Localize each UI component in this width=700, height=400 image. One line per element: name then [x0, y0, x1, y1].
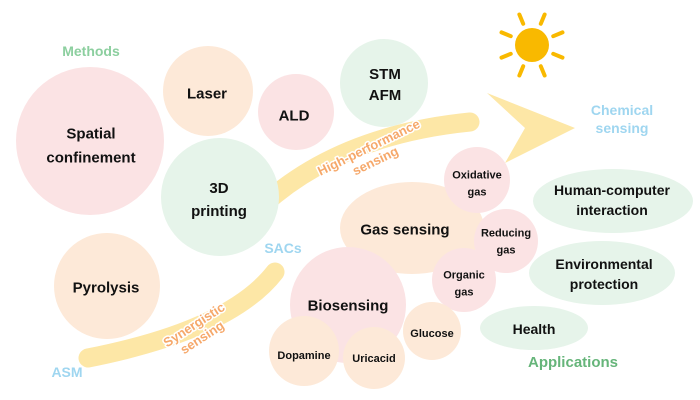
laser-circle [163, 46, 253, 136]
synergistic-band [78, 262, 285, 368]
label-line: protection [570, 276, 638, 292]
methods-heading: Methods [62, 43, 120, 59]
human-computer-ellipse [533, 169, 693, 233]
health-ellipse [480, 306, 588, 350]
arrow-icon [487, 93, 575, 163]
biosensing-label: Biosensing [308, 297, 389, 314]
glucose-label: Glucose [410, 328, 453, 340]
human-computer-label: Human-computer interaction [554, 182, 670, 218]
sacs-label: SACs [264, 240, 302, 256]
label-line: confinement [46, 149, 135, 166]
sun-ray [538, 64, 547, 78]
dopamine-label: Dopamine [277, 350, 330, 362]
label-line: 3D [209, 180, 228, 197]
applications-heading: Applications [528, 354, 618, 371]
label-line: gas [455, 286, 474, 298]
organic-gas-circle [432, 248, 496, 312]
label-line: Reducing [481, 227, 531, 239]
oxidative-gas-label: Oxidative gas [452, 169, 502, 198]
laser-label: Laser [187, 85, 227, 102]
ald-label: ALD [279, 107, 310, 124]
sun-ray [499, 51, 513, 60]
pyrolysis-label: Pyrolysis [73, 279, 140, 296]
organic-gas-label: Organic gas [443, 269, 485, 298]
chemical-sensing-label: Chemical sensing [591, 102, 653, 136]
asm-label: ASM [51, 364, 82, 380]
label-line: Laser [187, 85, 227, 102]
sun-ray [517, 64, 526, 78]
pyrolysis-circle [54, 233, 160, 339]
reducing-gas-circle [474, 209, 538, 273]
uricacid-circle [343, 327, 405, 389]
gas-sensing-ellipse [340, 182, 484, 274]
label-line: Health [513, 321, 556, 337]
oxidative-gas-circle [444, 147, 510, 213]
label-line: Glucose [410, 328, 453, 340]
label-line: AFM [369, 87, 402, 104]
gas-sensing-label: Gas sensing [360, 221, 449, 238]
sun-icon [499, 12, 565, 78]
label-line: sensing [596, 120, 649, 136]
3d-printing-label: 3D printing [191, 180, 247, 220]
label-line: Oxidative [452, 169, 502, 181]
label-line: Environmental [555, 256, 652, 272]
label-line: Uricacid [352, 353, 395, 365]
3d-printing-circle [161, 138, 279, 256]
environmental-label: Environmental protection [555, 256, 652, 292]
sun-ray [517, 12, 526, 26]
label-line: Pyrolysis [73, 279, 140, 296]
label-line: Human-computer [554, 182, 670, 198]
label-line: Gas sensing [360, 221, 449, 238]
label-line: Spatial [66, 125, 115, 142]
spatial-confinement-label: Spatial confinement [46, 125, 135, 166]
label-line: Chemical [591, 102, 653, 118]
stm-afm-label: STM AFM [369, 66, 402, 104]
high-performance-band [253, 112, 480, 215]
reducing-gas-label: Reducing gas [481, 227, 531, 256]
label-line: gas [468, 186, 487, 198]
glucose-circle [403, 302, 461, 360]
synergistic-label: Synergisticsensing [160, 299, 235, 362]
environmental-ellipse [529, 241, 675, 305]
sun-ray [551, 30, 565, 39]
stm-afm-circle [340, 39, 428, 127]
sun-ray [538, 12, 547, 26]
sun-ray [499, 30, 513, 39]
label-line: Dopamine [277, 350, 330, 362]
label-line: printing [191, 203, 247, 220]
label-line: ALD [279, 107, 310, 124]
ald-circle [258, 74, 334, 150]
dopamine-circle [269, 316, 339, 386]
label-line: Organic [443, 269, 485, 281]
sun-ray [551, 51, 565, 60]
health-label: Health [513, 321, 556, 337]
uricacid-label: Uricacid [352, 353, 395, 365]
label-line: STM [369, 66, 401, 83]
label-line: Biosensing [308, 297, 389, 314]
spatial-confinement-circle [16, 67, 164, 215]
label-line: interaction [576, 202, 648, 218]
label-line: gas [497, 244, 516, 256]
